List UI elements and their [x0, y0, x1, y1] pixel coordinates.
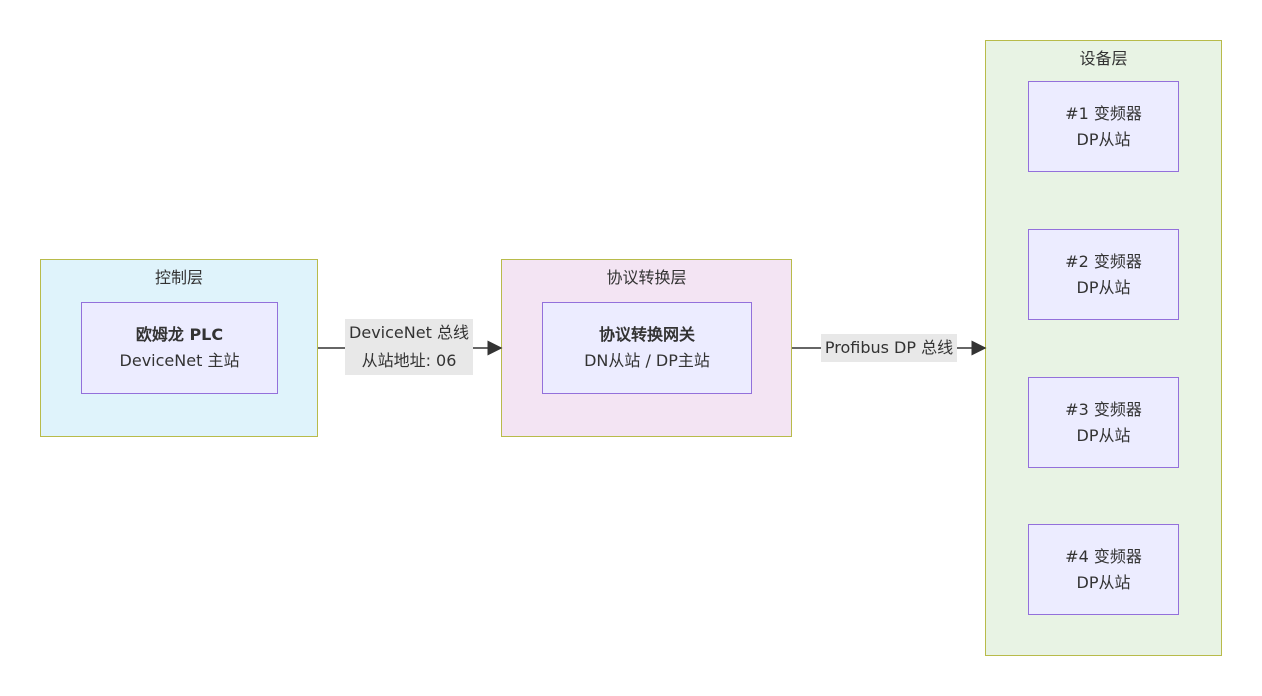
- node-title: #1 变频器: [1065, 103, 1142, 123]
- node-device-3: #3 变频器 DP从站: [1028, 377, 1179, 468]
- node-plc: 欧姆龙 PLC DeviceNet 主站: [81, 302, 278, 394]
- node-subtitle: DP从站: [1076, 572, 1131, 592]
- node-title: #3 变频器: [1065, 399, 1142, 419]
- node-device-1: #1 变频器 DP从站: [1028, 81, 1179, 172]
- node-device-2: #2 变频器 DP从站: [1028, 229, 1179, 320]
- node-gateway: 协议转换网关 DN从站 / DP主站: [542, 302, 752, 394]
- node-subtitle: DP从站: [1076, 425, 1131, 445]
- edge-label-profibus: Profibus DP 总线: [821, 334, 957, 362]
- node-subtitle: DP从站: [1076, 277, 1131, 297]
- node-title: #2 变频器: [1065, 251, 1142, 271]
- node-title: 欧姆龙 PLC: [135, 325, 224, 344]
- node-subtitle: DeviceNet 主站: [119, 351, 240, 370]
- node-title: #4 变频器: [1065, 546, 1142, 566]
- edge-label-line: Profibus DP 总线: [824, 338, 954, 357]
- cluster-title: 控制层: [154, 268, 203, 287]
- edge-label-devicenet: DeviceNet 总线 从站地址: 06: [345, 319, 473, 375]
- node-title: 协议转换网关: [598, 325, 695, 344]
- cluster-title: 协议转换层: [606, 268, 687, 287]
- cluster-title: 设备层: [1079, 49, 1128, 68]
- edge-label-line: DeviceNet 总线: [349, 323, 469, 342]
- edge-label-line: 从站地址: 06: [361, 351, 457, 370]
- node-subtitle: DP从站: [1076, 129, 1131, 149]
- node-subtitle: DN从站 / DP主站: [584, 351, 710, 370]
- node-device-4: #4 变频器 DP从站: [1028, 524, 1179, 615]
